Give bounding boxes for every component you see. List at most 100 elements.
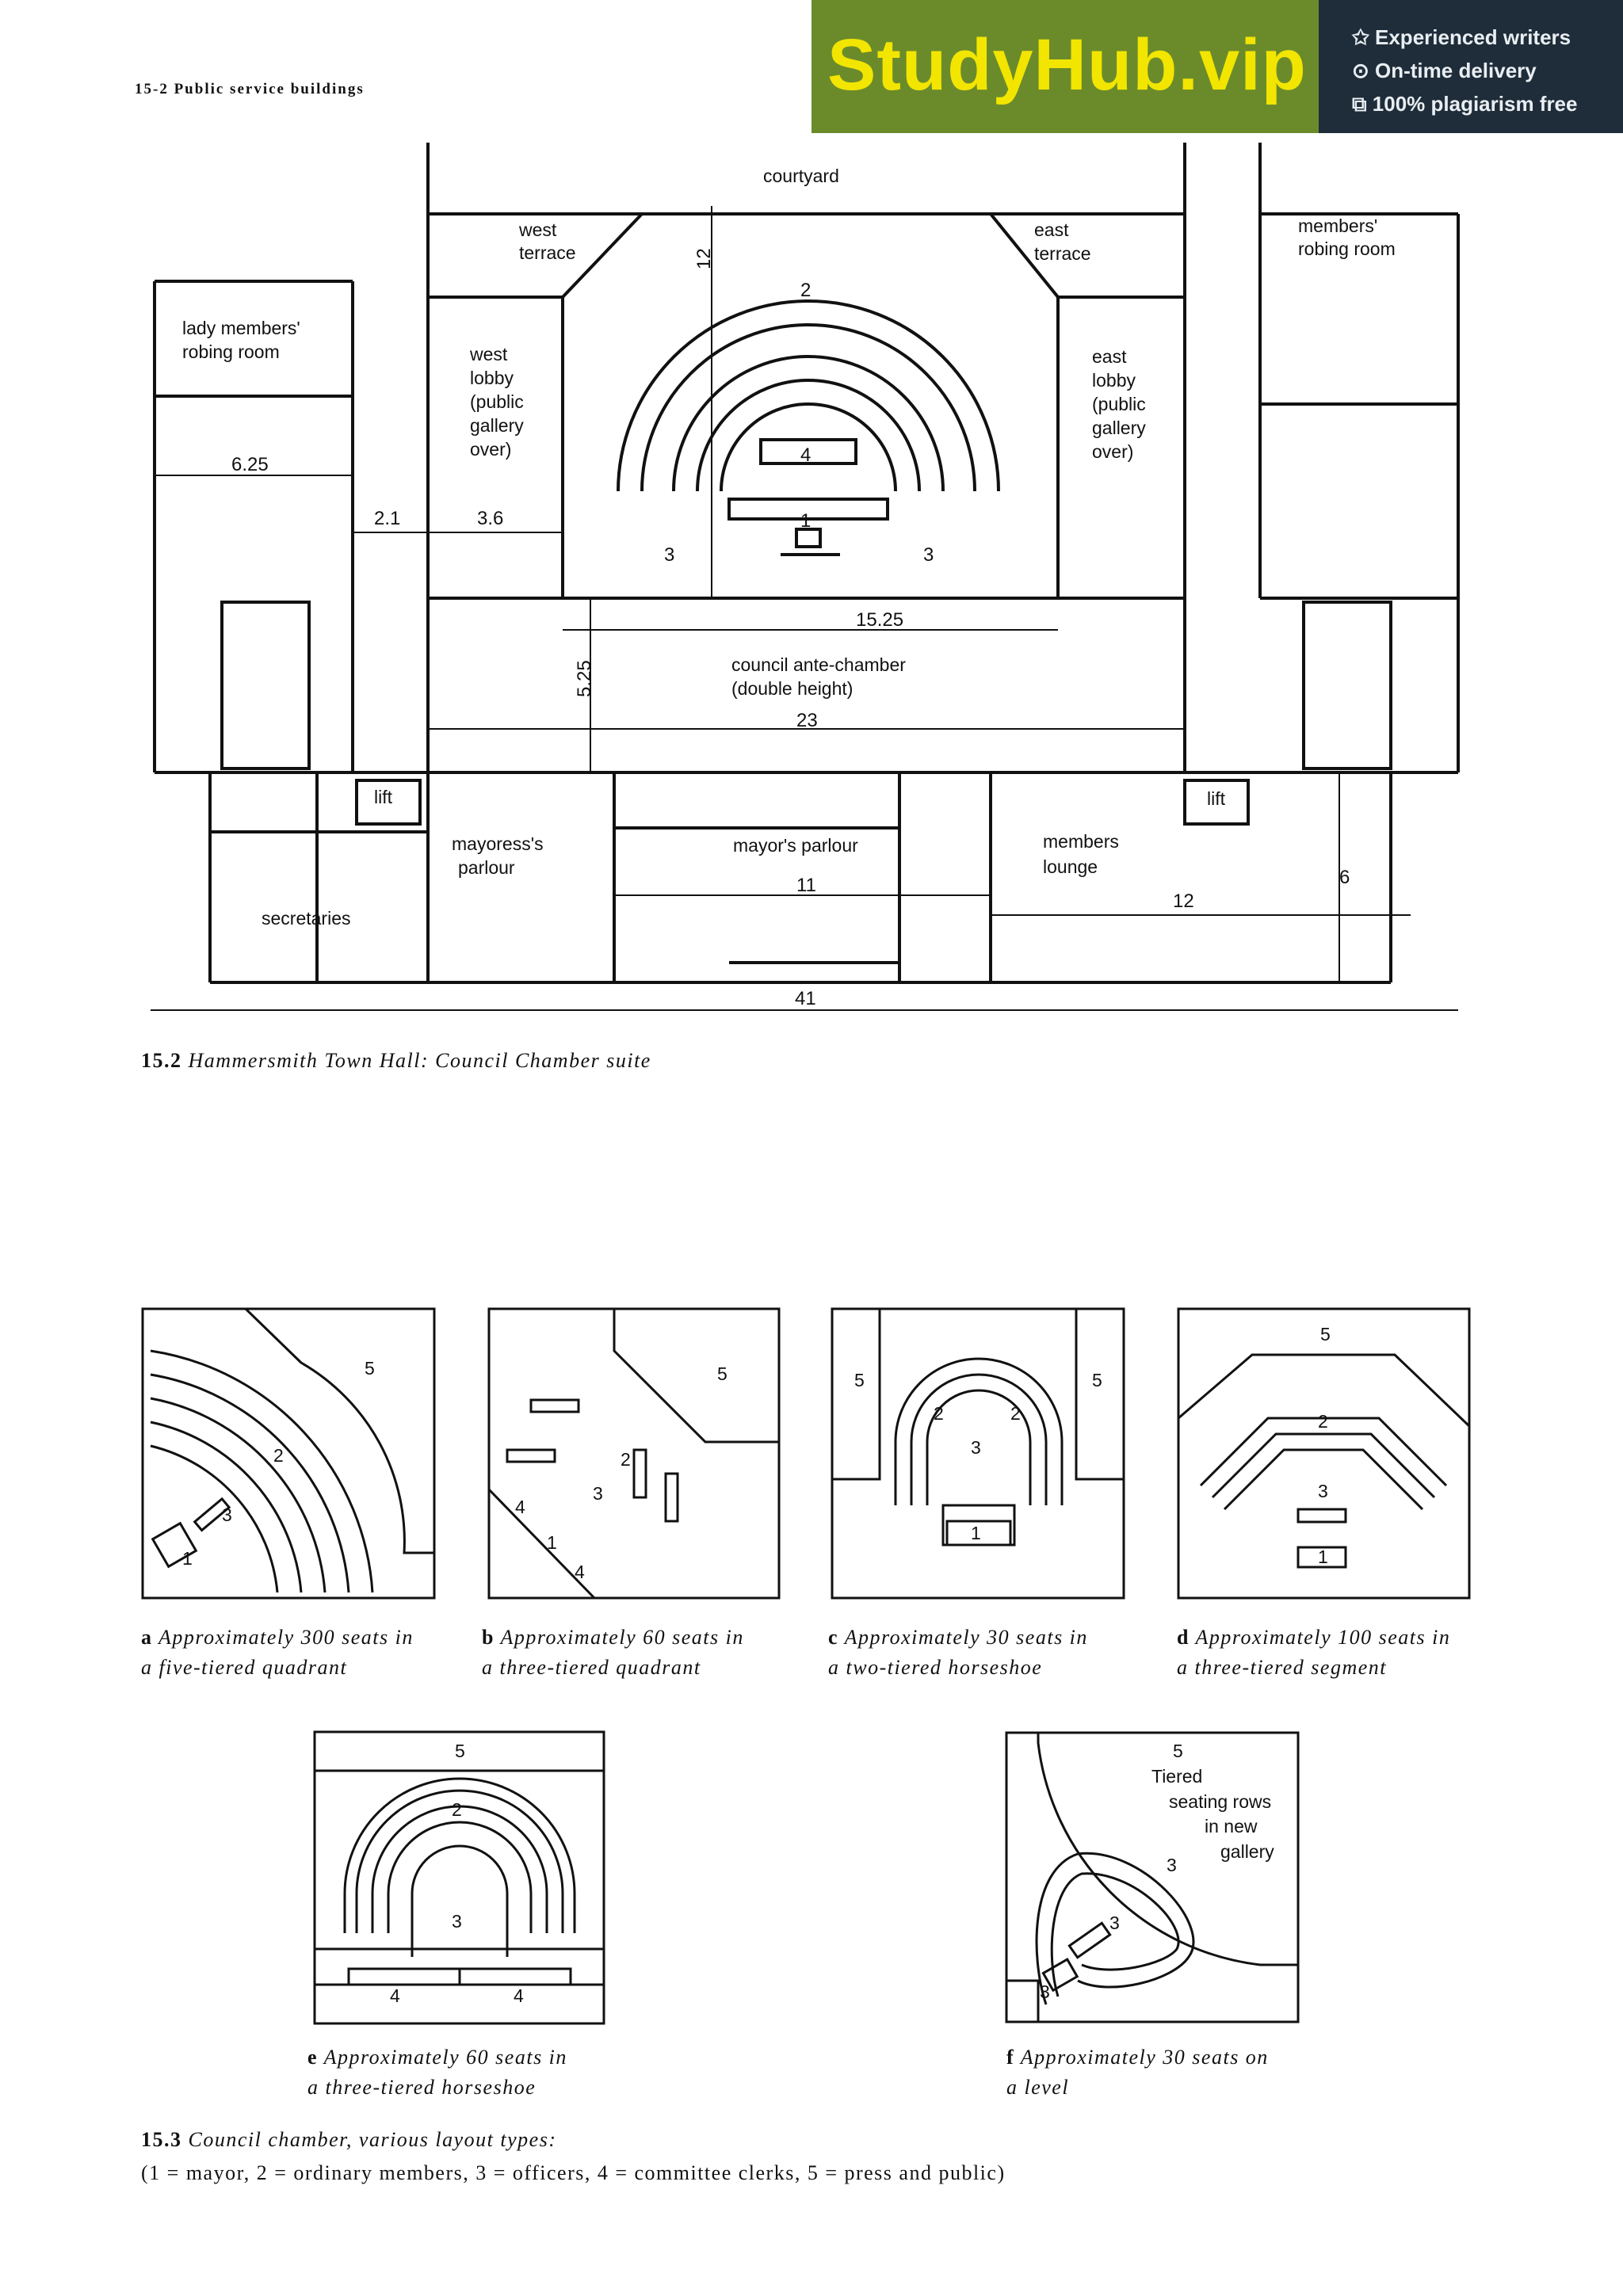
plan-mark-4: 4 xyxy=(800,444,811,466)
banner-feature-list: ✩ Experienced writers ⊙ On-time delivery… xyxy=(1352,21,1577,120)
west-lobby-label-5: over) xyxy=(470,439,511,460)
mayoress-label-1: mayoress's xyxy=(452,833,544,854)
banner-item-writers: ✩ Experienced writers xyxy=(1352,25,1571,49)
dim-6: 6 xyxy=(1339,867,1350,888)
members-lounge-label-2: lounge xyxy=(1043,856,1098,877)
svg-text:2: 2 xyxy=(1010,1403,1021,1424)
diagram-f-label-gallery: gallery xyxy=(1220,1841,1274,1862)
svg-text:2: 2 xyxy=(934,1403,944,1424)
svg-text:1: 1 xyxy=(1318,1547,1328,1567)
dim-23: 23 xyxy=(796,710,818,731)
dim-41: 41 xyxy=(795,988,816,1009)
diagram-d xyxy=(1177,1307,1471,1600)
council-ante-label-2: (double height) xyxy=(731,678,853,699)
east-terrace-label-1: east xyxy=(1034,219,1069,240)
secretaries-label: secretaries xyxy=(262,908,350,929)
svg-text:2: 2 xyxy=(621,1449,631,1470)
figure-15-3-caption: 15.3 Council chamber, various layout typ… xyxy=(141,2128,1006,2184)
svg-text:2: 2 xyxy=(452,1799,462,1820)
diagram-f xyxy=(1005,1731,1300,2023)
svg-text:2: 2 xyxy=(273,1445,284,1466)
east-terrace-label-2: terrace xyxy=(1034,243,1091,264)
diagram-f-label-5: 5 xyxy=(1173,1741,1183,1761)
dim-21: 2.1 xyxy=(374,508,400,529)
banner-item-delivery: ⊙ On-time delivery xyxy=(1352,59,1537,82)
west-lobby-label-2: lobby xyxy=(470,368,514,388)
floor-plan-labels: courtyard west terrace east terrace memb… xyxy=(182,166,1396,1009)
west-lobby-label-4: gallery xyxy=(470,415,524,436)
lift-label-east: lift xyxy=(1207,788,1226,809)
diagram-f-label-tiered: Tiered xyxy=(1151,1766,1202,1787)
banner-logo-area[interactable]: StudyHub.vip xyxy=(812,0,1319,133)
svg-text:4: 4 xyxy=(390,1985,400,2006)
svg-text:3: 3 xyxy=(452,1911,462,1932)
svg-text:1: 1 xyxy=(971,1523,981,1543)
banner-logo[interactable]: StudyHub.vip xyxy=(827,25,1307,105)
svg-text:3: 3 xyxy=(1318,1481,1328,1501)
dim-12: 12 xyxy=(1173,891,1194,912)
diagram-b xyxy=(487,1307,781,1600)
svg-text:3: 3 xyxy=(971,1437,981,1458)
banner-item-plagiarism: ⧉ 100% plagiarism free xyxy=(1352,92,1578,116)
dim-36: 3.6 xyxy=(477,508,503,529)
figure-15-2-caption: 15.2 Hammersmith Town Hall: Council Cham… xyxy=(141,1049,651,1072)
west-terrace-label-1: west xyxy=(518,219,557,240)
svg-text:4: 4 xyxy=(575,1562,585,1582)
east-lobby-label-5: over) xyxy=(1092,441,1133,462)
svg-text:1: 1 xyxy=(547,1532,557,1553)
lift-label-west: lift xyxy=(374,787,393,807)
svg-text:3: 3 xyxy=(593,1483,603,1504)
lady-members-label-2: robing room xyxy=(182,341,280,362)
dim-625: 6.25 xyxy=(231,454,269,475)
west-terrace-label-2: terrace xyxy=(519,242,576,263)
svg-text:3: 3 xyxy=(1040,1981,1050,2002)
east-lobby-label-4: gallery xyxy=(1092,418,1146,438)
page-header: 15-2 Public service buildings xyxy=(135,81,365,97)
floor-plan xyxy=(151,143,1460,1011)
ad-banner[interactable]: StudyHub.vip ✩ Experienced writers ⊙ On-… xyxy=(812,0,1623,133)
svg-text:4: 4 xyxy=(515,1497,525,1517)
svg-text:3: 3 xyxy=(1109,1913,1120,1933)
svg-text:4: 4 xyxy=(514,1985,524,2006)
svg-text:5: 5 xyxy=(854,1370,865,1390)
mayoress-label-2: parlour xyxy=(458,857,515,878)
members-robing-label-1: members' xyxy=(1298,215,1377,236)
svg-text:2: 2 xyxy=(1318,1411,1328,1432)
dim-11: 11 xyxy=(796,875,816,896)
plan-mark-2: 2 xyxy=(800,280,811,301)
dim-1525: 15.25 xyxy=(856,609,903,631)
members-lounge-label-1: members xyxy=(1043,831,1119,852)
dim-525: 5.25 xyxy=(574,660,595,697)
dim-12-vertical: 12 xyxy=(693,248,715,269)
diagram-a xyxy=(141,1307,436,1600)
svg-text:3: 3 xyxy=(1167,1855,1177,1875)
courtyard-label: courtyard xyxy=(763,166,839,186)
lady-members-label-1: lady members' xyxy=(182,318,300,338)
plan-mark-1: 1 xyxy=(800,510,811,532)
svg-text:3: 3 xyxy=(222,1505,232,1525)
mayors-parlour-label: mayor's parlour xyxy=(733,835,858,856)
plan-mark-3-left: 3 xyxy=(664,544,674,566)
svg-text:5: 5 xyxy=(717,1363,727,1384)
west-lobby-label-3: (public xyxy=(470,391,524,412)
figure-15-3-legend: (1 = mayor, 2 = ordinary members, 3 = of… xyxy=(141,2161,1006,2184)
svg-text:5: 5 xyxy=(1092,1370,1102,1390)
east-lobby-label-2: lobby xyxy=(1092,370,1136,391)
council-ante-label-1: council ante-chamber xyxy=(731,654,906,675)
diagram-c xyxy=(831,1307,1125,1600)
svg-text:1: 1 xyxy=(182,1548,193,1569)
svg-text:5: 5 xyxy=(1320,1324,1331,1344)
svg-text:5: 5 xyxy=(455,1741,465,1761)
diagram-e xyxy=(313,1730,605,2025)
west-lobby-label-1: west xyxy=(469,344,508,364)
members-robing-label-2: robing room xyxy=(1298,238,1396,259)
east-lobby-label-3: (public xyxy=(1092,394,1146,414)
plan-mark-3-right: 3 xyxy=(923,544,934,566)
